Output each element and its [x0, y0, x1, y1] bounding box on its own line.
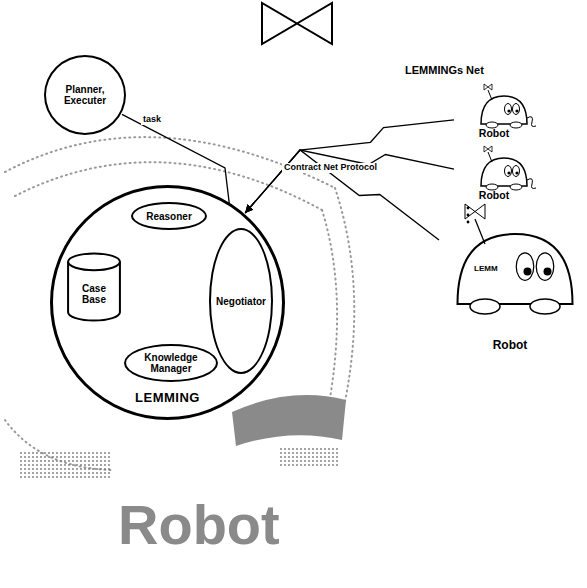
node-label: Case Base	[71, 283, 117, 305]
agent-circle: LEMMING ReasonerCase BaseNegotiatorKnowle…	[50, 185, 285, 420]
connector-arrow	[245, 120, 454, 213]
big-robot-shade	[232, 395, 346, 446]
robot-badge: LEMM	[474, 265, 498, 274]
database-cylinder: Case Base	[67, 252, 121, 322]
connector-arrow	[245, 150, 454, 213]
module-ellipse: Knowledge Manager	[124, 344, 218, 382]
module-ellipse: Reasoner	[131, 202, 207, 230]
connector-arrow	[245, 150, 439, 240]
stipple	[18, 452, 110, 480]
robot-node: Robot	[440, 220, 580, 352]
module-ellipse: Negotiator	[209, 228, 273, 374]
edge-label: task	[141, 115, 163, 125]
big-robot-head	[5, 137, 354, 470]
node-label: Negotiator	[216, 296, 266, 307]
robot-label: Robot	[493, 339, 528, 352]
robot-label: Robot	[479, 128, 509, 140]
stipple	[280, 448, 340, 466]
antenna-bowtie	[262, 3, 332, 44]
robot-node: Robot	[455, 84, 533, 140]
robot-figure	[481, 146, 536, 190]
node-label: LEMMING	[53, 391, 282, 405]
node-label: Reasoner	[146, 211, 192, 222]
robot-label: Robot	[479, 190, 509, 202]
robot-figure	[481, 84, 536, 128]
big-robot-label: Robot	[118, 494, 280, 556]
network-title: LEMMINGs Net	[405, 64, 484, 76]
ellipsis-dots	[467, 207, 470, 224]
node-label: Planner, Executer	[49, 84, 121, 106]
node-label: Knowledge Manager	[129, 352, 213, 374]
robot-figure	[458, 204, 573, 314]
edge-label: Contract Net Protocol	[282, 163, 379, 173]
planner-circle: Planner, Executer	[44, 55, 126, 135]
robot-node: Robot	[455, 146, 533, 202]
